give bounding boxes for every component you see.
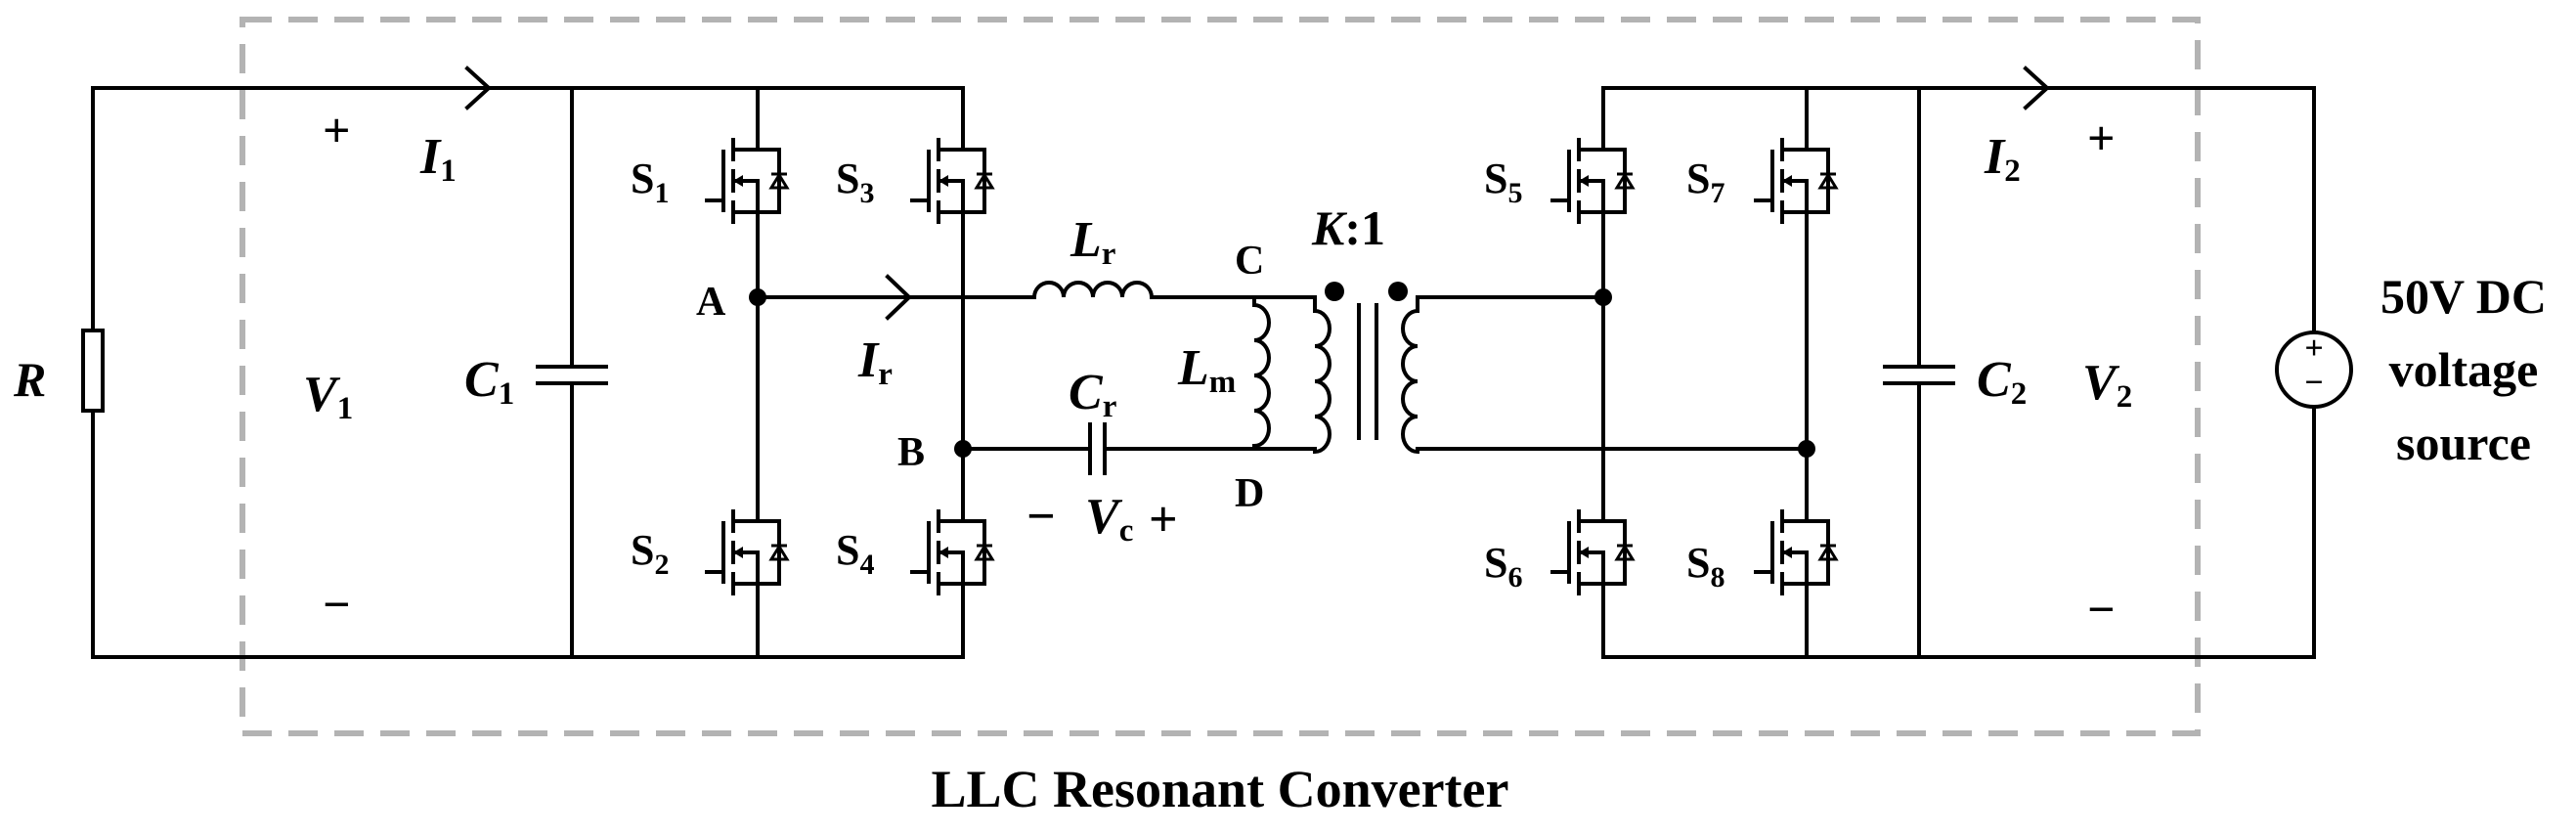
label-V2: V2	[2082, 355, 2132, 415]
label-S8: S8	[1686, 539, 1725, 594]
label-v1-minus: −	[323, 577, 351, 632]
mosfet-S2	[705, 506, 789, 598]
source-minus-sign: −	[2304, 365, 2323, 401]
label-Lm: Lm	[1177, 340, 1236, 400]
label-v1-plus: +	[323, 103, 351, 157]
source-label-line2: voltage	[2389, 342, 2539, 397]
mosfet-S3	[910, 135, 994, 227]
label-S5: S5	[1484, 154, 1522, 209]
label-R: R	[13, 352, 46, 407]
label-S1: S1	[631, 154, 669, 209]
label-V1: V1	[303, 367, 353, 426]
mosfet-S8	[1754, 506, 1838, 598]
mosfet-S1	[705, 135, 789, 227]
label-v2-minus: −	[2087, 582, 2116, 637]
mosfet-S5	[1550, 135, 1635, 227]
mosfet-S7	[1754, 135, 1838, 227]
current-arrow-I1	[464, 66, 492, 110]
current-arrow-Ir	[885, 274, 912, 321]
label-Ir: Ir	[857, 332, 893, 392]
transformer-secondary	[1401, 295, 1419, 455]
inductor-Lr	[1031, 281, 1155, 300]
converter-boundary-box	[240, 17, 2201, 736]
current-arrow-I2	[2023, 66, 2050, 110]
inductor-Lm	[1251, 302, 1271, 449]
label-S4: S4	[836, 526, 874, 581]
label-I1: I1	[419, 129, 457, 189]
source-plus-sign: +	[2304, 330, 2323, 367]
label-S2: S2	[631, 526, 669, 581]
label-turns-ratio: K:1	[1311, 200, 1385, 255]
label-S7: S7	[1686, 154, 1725, 209]
label-Vc: Vc	[1085, 489, 1133, 549]
mosfet-S6	[1550, 506, 1635, 598]
label-I2: I2	[1984, 129, 2021, 189]
label-S3: S3	[836, 154, 874, 209]
label-C2: C2	[1977, 352, 2027, 412]
label-Vc-minus: −	[1026, 489, 1056, 545]
dot-primary	[1325, 282, 1344, 301]
label-node-B: B	[897, 430, 925, 475]
label-S6: S6	[1484, 539, 1522, 594]
source-label-line1: 50V DC	[2380, 269, 2547, 324]
label-v2-plus: +	[2087, 110, 2116, 165]
dot-secondary	[1388, 282, 1408, 301]
label-node-A: A	[696, 280, 726, 325]
label-Vc-plus: +	[1149, 492, 1178, 548]
resistor-R	[81, 329, 105, 413]
label-C1: C1	[464, 352, 514, 412]
label-node-D: D	[1235, 471, 1264, 516]
mosfet-S4	[910, 506, 994, 598]
node-secondary-left	[1594, 288, 1612, 306]
transformer-primary	[1313, 295, 1332, 455]
label-Cr: Cr	[1069, 365, 1116, 424]
source-label-line3: source	[2396, 416, 2531, 470]
label-node-C: C	[1235, 239, 1264, 284]
label-Lr: Lr	[1070, 212, 1115, 272]
node-secondary-right	[1798, 440, 1815, 458]
diagram-caption: LLC Resonant Converter	[932, 760, 1509, 818]
